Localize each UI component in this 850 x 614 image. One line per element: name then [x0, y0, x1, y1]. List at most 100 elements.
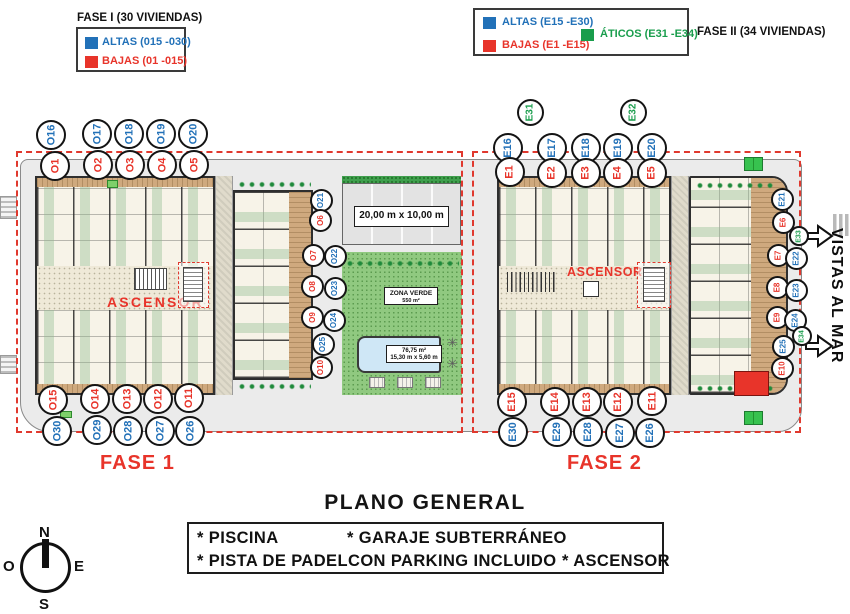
- unit-circle-label: E25: [778, 338, 788, 354]
- unit-circle-O7: O7: [301, 243, 325, 267]
- unit-circle-label: O10: [316, 359, 326, 375]
- padel-hedge: [342, 176, 461, 183]
- unit-circle-O9: O9: [300, 305, 324, 329]
- unit-circle-E5: E5: [637, 158, 667, 188]
- unit-circle-E15: E15: [497, 387, 527, 417]
- unit-circle-label: E16: [501, 138, 514, 158]
- unit-circle-E26: E26: [635, 418, 665, 448]
- unit-circle-label: E24: [790, 312, 800, 328]
- compass-east: E: [74, 558, 85, 575]
- compass-west: O: [3, 558, 15, 575]
- unit-circle-E10: E10: [770, 356, 794, 380]
- fase1-altas-label: ALTAS (015 -030): [102, 36, 191, 48]
- unit-circle-E3: E3: [571, 158, 601, 188]
- unit-circle-label: E18: [579, 138, 592, 158]
- unit-circle-label: E26: [643, 423, 656, 443]
- unit-circle-E28: E28: [573, 417, 603, 447]
- unit-circle-label: E4: [612, 166, 624, 180]
- padel-dimensions-label: 20,00 m x 10,00 m: [354, 206, 449, 227]
- unit-circle-O6: O6: [308, 208, 332, 232]
- unit-circle-E12: E12: [603, 387, 633, 417]
- fase1-deck-top: [37, 178, 213, 187]
- fase2-ascensor-label: ASCENSOR: [567, 265, 643, 279]
- unit-circle-label: O15: [46, 389, 59, 411]
- fase2-lower-units: [499, 310, 669, 388]
- page-title: PLANO GENERAL: [324, 491, 526, 514]
- zona-verde-area: 550 m²: [402, 298, 420, 304]
- fase2-elevator-symbol: [583, 281, 599, 297]
- fase1-trees-bottom: [237, 382, 311, 391]
- amenity-garaje: * GARAJE SUBTERRÁNEO: [347, 529, 567, 547]
- fase1-upper-units: [37, 187, 213, 266]
- unit-circle-label: E9: [772, 312, 782, 322]
- unit-circle-label: O28: [121, 420, 134, 442]
- fase2-label: FASE 2: [567, 452, 642, 474]
- unit-circle-O30: O30: [42, 416, 72, 446]
- unit-circle-label: E11: [646, 391, 658, 411]
- unit-circle-E4: E4: [603, 158, 633, 188]
- unit-circle-label: O5: [188, 157, 200, 173]
- fase1-side-units: [235, 192, 293, 378]
- parasol-icon: ✳: [447, 335, 458, 350]
- unit-circle-E23: E23: [784, 278, 808, 302]
- fase2-upper-units: [499, 187, 669, 266]
- fase1-lower-units: [37, 310, 213, 388]
- unit-circle-label: O19: [154, 123, 167, 145]
- unit-circle-label: O18: [122, 123, 135, 145]
- unit-circle-label: E33: [795, 229, 803, 243]
- amenities-box: * PISCINA * GARAJE SUBTERRÁNEO * PISTA D…: [187, 522, 670, 574]
- fase2-bajas-label: BAJAS (E1 -E15): [502, 39, 590, 51]
- fase2-planter-bottom: [744, 411, 763, 425]
- sun-lounger: [397, 377, 413, 388]
- fase2-aticos-label: ÁTICOS (E31 -E34): [600, 28, 698, 40]
- fase2-altas-label: ALTAS (E15 -E30): [502, 16, 594, 28]
- unit-circle-label: O20: [186, 123, 199, 145]
- pool-dimensions: 15,30 m x 5,60 m: [390, 355, 438, 361]
- fase1-bajas-label: BAJAS (01 -015): [102, 55, 187, 67]
- unit-circle-label: O27: [153, 420, 166, 442]
- amenity-piscina: * PISCINA: [197, 529, 279, 547]
- fase1-legend-title: FASE I (30 VIVIENDAS): [77, 12, 203, 24]
- sun-lounger: [369, 377, 385, 388]
- fase2-bajas-swatch: [483, 40, 496, 52]
- unit-circle-O27: O27: [145, 416, 175, 446]
- unit-circle-O26: O26: [175, 416, 205, 446]
- sun-lounger: [425, 377, 441, 388]
- fase2-trees-top: [695, 181, 775, 190]
- unit-circle-label: E10: [777, 360, 787, 376]
- unit-circle-label: E17: [545, 138, 558, 158]
- unit-circle-E1: E1: [495, 157, 525, 187]
- unit-circle-label: O9: [307, 311, 317, 323]
- unit-circle-label: E7: [773, 250, 783, 260]
- unit-circle-label: O2: [92, 157, 104, 173]
- road-stub-bottom: [0, 355, 17, 374]
- unit-circle-label: O26: [183, 420, 196, 442]
- unit-circle-O8: O8: [300, 274, 324, 298]
- fase2-aticos-swatch: [581, 29, 594, 41]
- unit-circle-label: E6: [778, 217, 788, 227]
- unit-circle-O15: O15: [38, 385, 68, 415]
- fase2-walkway: [671, 176, 689, 395]
- unit-circle-E33: E33: [789, 226, 809, 246]
- unit-circle-label: E29: [550, 422, 563, 442]
- unit-circle-E22: E22: [784, 246, 808, 270]
- unit-circle-label: E3: [580, 166, 592, 180]
- compass-needle: [42, 539, 49, 568]
- unit-circle-E30: E30: [498, 417, 528, 447]
- unit-circle-E6: E6: [771, 210, 795, 234]
- unit-circle-label: E5: [646, 166, 658, 180]
- fase1-bajas-swatch: [85, 56, 98, 68]
- unit-circle-E34: E34: [792, 326, 812, 346]
- unit-circle-E32: E32: [619, 98, 647, 126]
- fase1-elevator-glyph: [183, 267, 204, 302]
- fase2-elevator-glyph: [642, 267, 665, 302]
- fase2-utility-box: [734, 371, 769, 396]
- zona-verde-trees: [345, 259, 459, 268]
- unit-circle-label: E1: [504, 165, 516, 179]
- fase1-altas-swatch: [85, 37, 98, 49]
- unit-circle-label: O12: [151, 388, 164, 410]
- unit-circle-O4: O4: [147, 150, 177, 180]
- unit-circle-E25: E25: [771, 334, 795, 358]
- fase1-legend-box: ALTAS (015 -030) BAJAS (01 -015): [76, 27, 191, 72]
